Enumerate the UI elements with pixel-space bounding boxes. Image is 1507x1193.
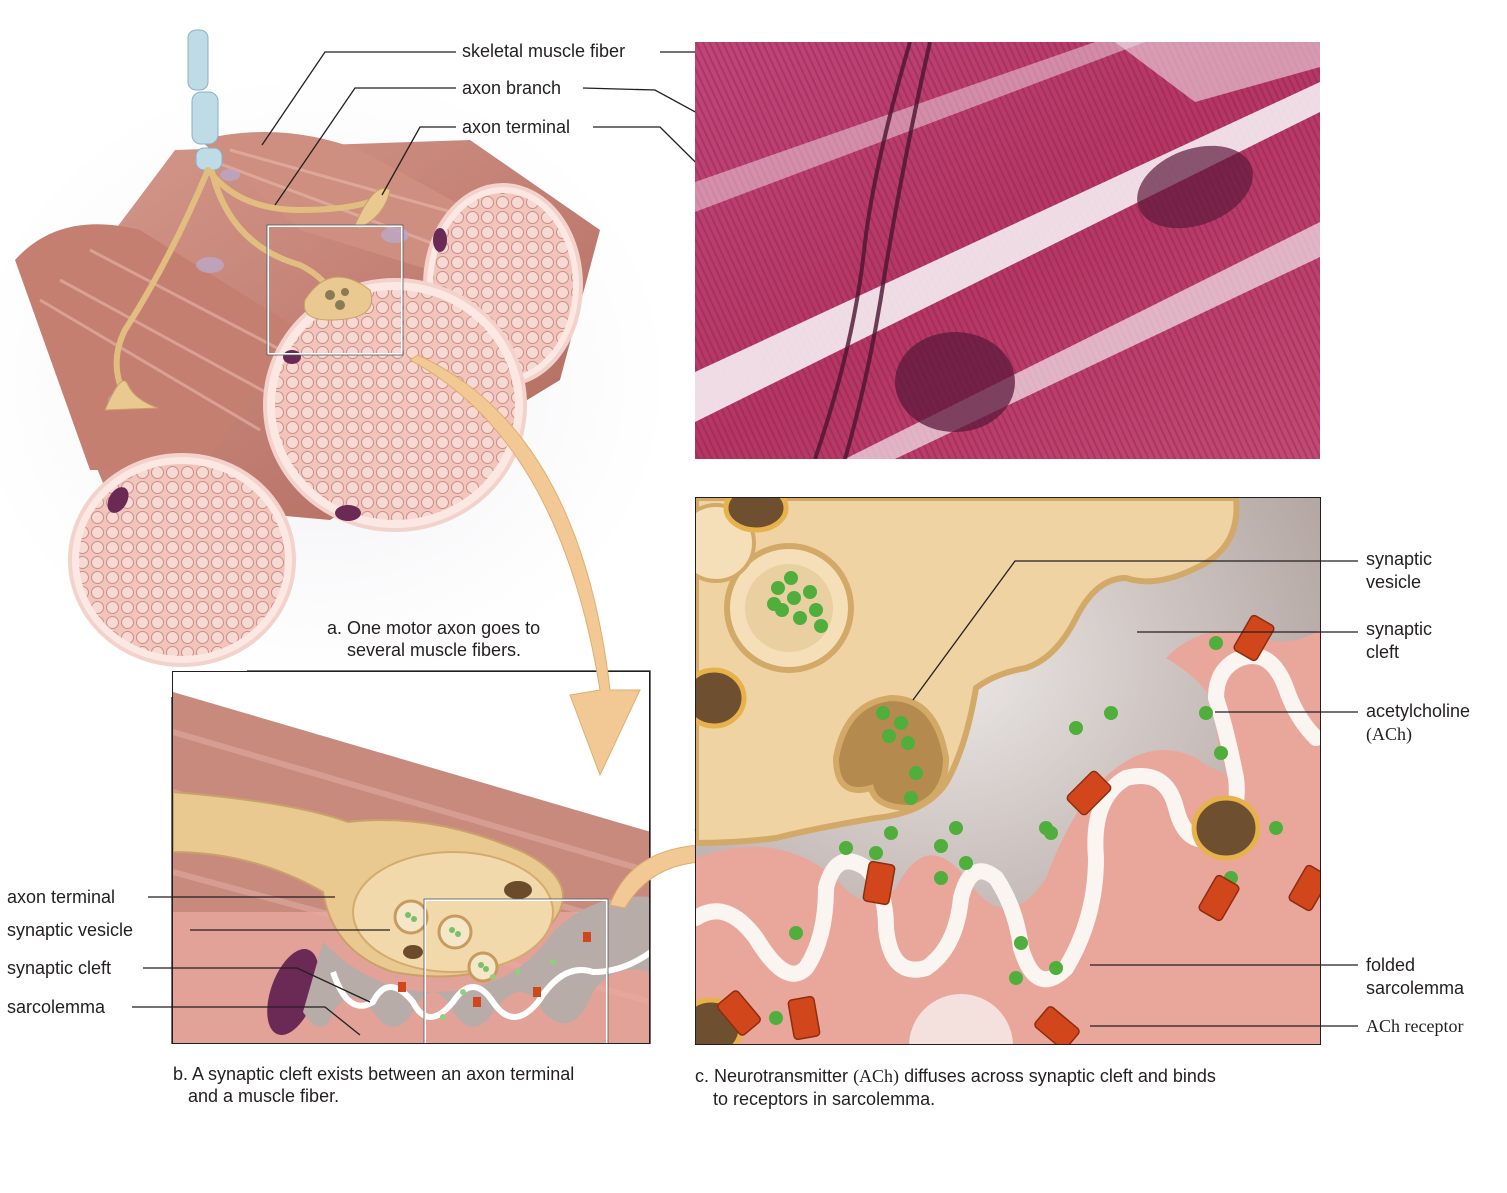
- label-acetylcholine-2: (ACh): [1366, 723, 1412, 745]
- caption-c-post: diffuses across synaptic cleft and binds: [904, 1066, 1216, 1086]
- label-folded-sarcolemma-2: sarcolemma: [1366, 977, 1464, 999]
- label-synaptic-cleft-c-1: synaptic: [1366, 618, 1432, 640]
- caption-c-line2: to receptors in sarcolemma.: [713, 1089, 935, 1110]
- label-synaptic-vesicle-c-2: vesicle: [1366, 571, 1421, 593]
- label-ach-receptor: ACh receptor: [1366, 1015, 1463, 1037]
- caption-c-line1: c. Neurotransmitter (ACh) diffuses acros…: [695, 1066, 1216, 1087]
- caption-c-ach: (ACh): [853, 1066, 899, 1086]
- label-synaptic-vesicle-c-1: synaptic: [1366, 548, 1432, 570]
- label-folded-sarcolemma-1: folded: [1366, 954, 1415, 976]
- label-acetylcholine-1: acetylcholine: [1366, 700, 1470, 722]
- label-synaptic-cleft-c-2: cleft: [1366, 641, 1399, 663]
- caption-c-pre: c. Neurotransmitter: [695, 1066, 848, 1086]
